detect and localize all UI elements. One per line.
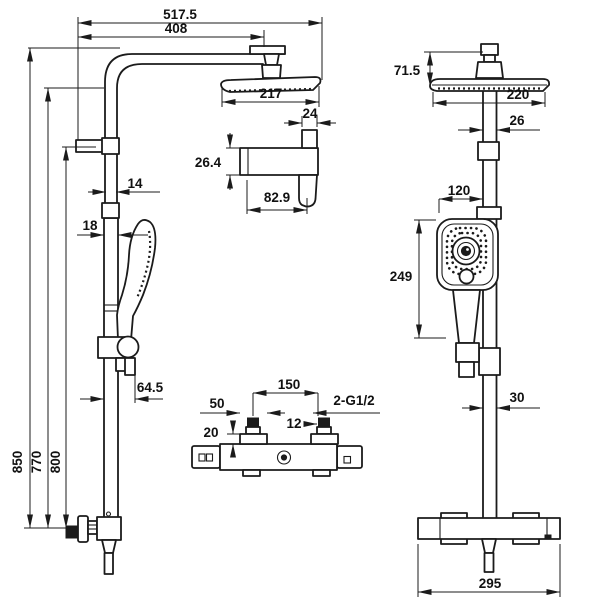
front-spray-dot-ring-outer	[445, 226, 488, 276]
side-view-dimensions: 517.5 408 217 850 770 800 14 18 64.5	[10, 7, 323, 529]
dim-height-overall: 850	[10, 451, 25, 474]
front-view-shower-column	[417, 43, 561, 573]
side-wand-spray-edge	[135, 230, 152, 299]
front-valve-body	[417, 517, 561, 540]
side-wall-bracket	[75, 139, 104, 153]
front-spray-center-ring	[456, 241, 476, 261]
side-head-connector-upper	[263, 53, 280, 66]
dim-wall-clearance: 64.5	[137, 380, 164, 395]
side-hand-shower-wand	[116, 219, 157, 341]
front-view-dimensions: 71.5 220 26 120 249 30 295	[390, 51, 561, 597]
dim-head-cap-height: 71.5	[394, 63, 421, 78]
mixer-right-button	[343, 455, 352, 464]
dim-arm-projection: 408	[165, 21, 188, 36]
side-valve-ridged-connector	[87, 520, 98, 535]
side-head-connector-nut	[261, 64, 282, 79]
dim-head-width-front: 220	[507, 87, 530, 102]
side-valve-outlet-pipe	[103, 552, 114, 575]
dim-pipe-lower-front: 30	[509, 390, 524, 405]
front-hand-shower-face	[441, 223, 494, 286]
front-valve-outlet-pipe	[483, 552, 495, 573]
mixer-foot-left	[242, 469, 261, 477]
side-valve-handle-knob	[65, 525, 79, 539]
front-hand-shower-handle	[452, 289, 481, 344]
front-holder-lower	[458, 361, 475, 378]
side-valve-bracket	[77, 515, 89, 543]
handset-wall-holder-detail: 24 26.4 82.9	[195, 106, 336, 214]
dim-flange-height: 20	[203, 425, 218, 440]
mixer-center-dot	[280, 454, 288, 461]
dim-holder-width: 24	[302, 106, 318, 121]
mixer-inlet-left-neck	[245, 426, 261, 435]
dim-inlet-flange: 50	[209, 396, 224, 411]
side-pipe-coupling	[101, 202, 120, 219]
front-spray-center-dot	[460, 245, 472, 257]
side-view-shower-column	[65, 45, 322, 575]
dim-height-rail: 800	[48, 451, 63, 474]
front-arm-neck	[483, 54, 496, 63]
side-valve-top-dot	[105, 511, 112, 517]
dim-handset-offset: 120	[448, 183, 471, 198]
front-pipe-coupling	[477, 141, 500, 161]
front-spray-center-highlight	[466, 248, 469, 251]
dim-pipe-upper-side: 14	[127, 176, 143, 191]
dim-pipe-upper-front: 26	[509, 113, 525, 128]
side-wall-bracket-clamp	[101, 137, 120, 155]
mixer-body	[219, 443, 338, 471]
dim-handset-height: 249	[390, 269, 413, 284]
holder-blade-bottom	[298, 174, 318, 208]
front-riser-pipe	[482, 69, 498, 520]
dim-thread-spec: 2-G1/2	[333, 393, 374, 408]
holder-blade-top	[301, 129, 318, 149]
front-head-connector	[475, 61, 504, 79]
side-valve-body	[96, 516, 122, 541]
front-valve-safety-button	[544, 534, 552, 540]
mixer-inlet-right-neck	[316, 426, 332, 435]
side-valve-outlet	[101, 539, 117, 554]
mixer-foot-right	[312, 469, 331, 477]
mixer-inlet-right-thread	[318, 417, 330, 428]
side-arm-outer	[104, 53, 286, 204]
dim-mixer-width: 295	[479, 576, 502, 591]
side-arm-end-plate	[249, 45, 286, 55]
front-valve-outlet	[481, 538, 497, 554]
front-holder-pipe-clamp	[478, 347, 501, 376]
dim-total-width: 517.5	[163, 7, 197, 22]
dim-pipe-lower-side: 18	[82, 218, 98, 233]
dim-holder-height: 26.4	[195, 155, 222, 170]
mixer-inlet-left-thread	[247, 417, 259, 428]
mixer-valve-detail: 150 50 2-G1/2 12 20	[191, 377, 380, 477]
holder-bar	[239, 147, 319, 176]
dim-inlet-neck: 12	[286, 416, 301, 431]
mixer-left-button1	[198, 453, 206, 462]
dim-height-head: 770	[29, 451, 44, 474]
mixer-left-button2	[205, 453, 214, 462]
side-overhead-shower-head	[220, 76, 322, 93]
side-holder-ball-joint	[116, 335, 140, 359]
front-holder-body	[455, 342, 480, 363]
side-hose-outlet	[124, 357, 136, 376]
side-arm-inner	[116, 63, 264, 204]
front-arm-cap	[480, 43, 499, 56]
mixer-inlet-left-flange	[239, 433, 268, 445]
front-mode-button	[458, 268, 475, 285]
dim-head-width-side: 217	[260, 86, 283, 101]
dim-inlet-spacing: 150	[278, 377, 301, 392]
front-rail-mount	[476, 206, 502, 220]
dim-holder-depth: 82.9	[264, 190, 290, 205]
side-head-nozzles	[228, 87, 312, 93]
mixer-inlet-right-flange	[310, 433, 339, 445]
mixer-center-ring	[276, 450, 292, 465]
